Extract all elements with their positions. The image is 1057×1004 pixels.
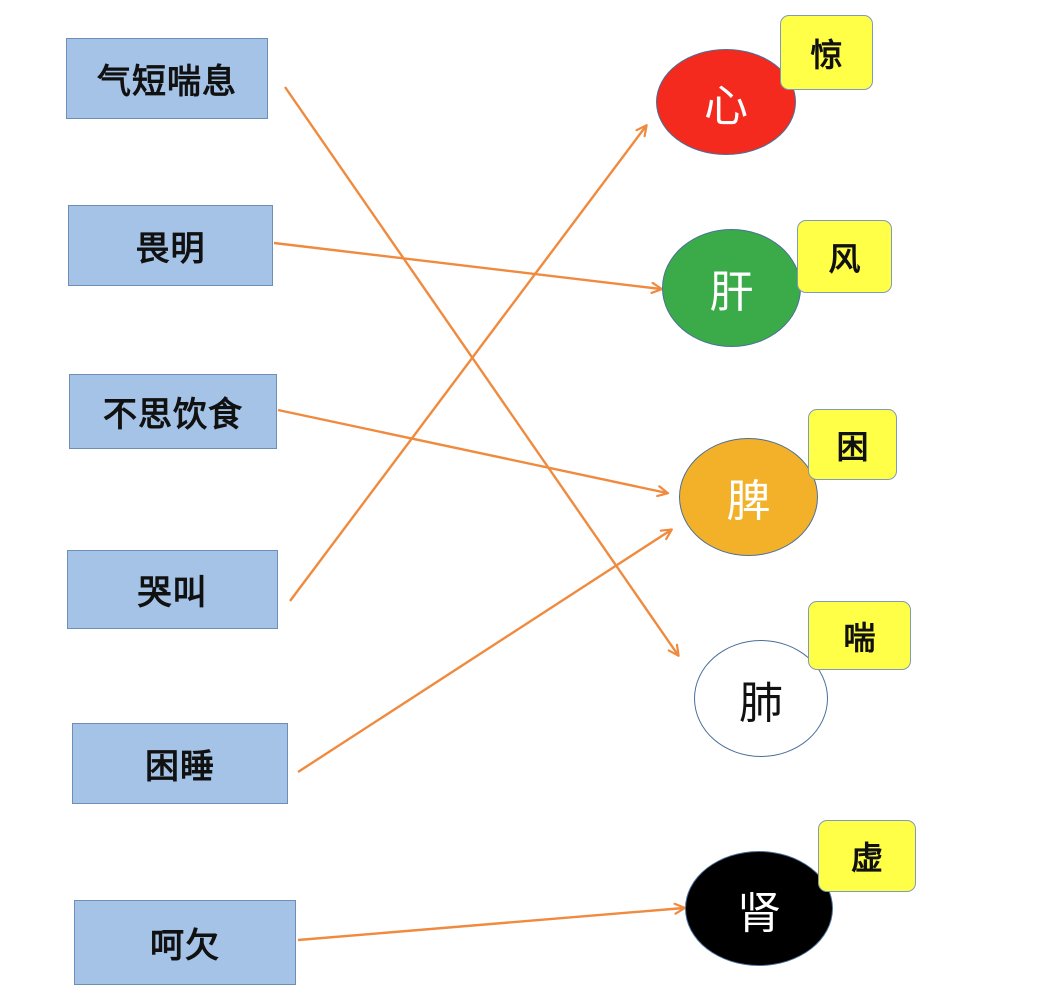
tag-liver: 风 bbox=[797, 220, 892, 293]
tag-label: 风 bbox=[828, 239, 861, 278]
organ-spleen: 脾 bbox=[679, 438, 818, 556]
tag-label: 困 bbox=[836, 427, 869, 466]
arrow-breath-to-lung bbox=[284, 86, 678, 655]
symptom-box-shortness-of-breath: 气短喘息 bbox=[66, 38, 268, 119]
organ-liver: 肝 bbox=[662, 229, 801, 347]
arrow-yawn-to-kidney bbox=[297, 908, 684, 942]
tag-label: 喘 bbox=[843, 618, 876, 657]
symptom-box-sleepiness: 困睡 bbox=[72, 723, 288, 804]
symptom-box-yawning: 呵欠 bbox=[74, 900, 296, 985]
symptom-box-poor-appetite: 不思饮食 bbox=[69, 374, 277, 449]
organ-label: 肾 bbox=[737, 887, 781, 939]
symptom-label: 呵欠 bbox=[150, 926, 220, 966]
tag-label: 惊 bbox=[810, 35, 843, 74]
organ-label: 心 bbox=[704, 81, 748, 132]
symptom-box-photophobia: 畏明 bbox=[68, 205, 273, 286]
arrow-photophobia-to-liver bbox=[273, 241, 661, 289]
tag-kidney: 虚 bbox=[818, 820, 916, 892]
organ-kidney: 肾 bbox=[685, 851, 833, 966]
tag-heart: 惊 bbox=[780, 15, 873, 90]
tag-spleen: 困 bbox=[808, 409, 897, 480]
symptom-label: 哭叫 bbox=[137, 573, 208, 613]
symptom-label: 困睡 bbox=[145, 747, 215, 787]
symptom-label: 气短喘息 bbox=[97, 62, 237, 102]
organ-label: 脾 bbox=[726, 476, 771, 527]
arrow-crying-to-heart bbox=[289, 126, 646, 602]
organ-heart: 心 bbox=[656, 49, 796, 155]
symptom-label: 畏明 bbox=[135, 229, 206, 269]
tag-lung: 喘 bbox=[808, 601, 911, 670]
organ-lung: 肺 bbox=[694, 640, 828, 757]
arrow-appetite-to-spleen bbox=[277, 408, 667, 493]
organ-label: 肺 bbox=[739, 677, 783, 729]
tag-label: 虚 bbox=[850, 839, 883, 877]
symptom-label: 不思饮食 bbox=[103, 395, 243, 435]
arrow-sleepy-to-spleen bbox=[297, 530, 671, 774]
symptom-box-crying: 哭叫 bbox=[67, 550, 278, 629]
organ-label: 肝 bbox=[709, 267, 754, 318]
